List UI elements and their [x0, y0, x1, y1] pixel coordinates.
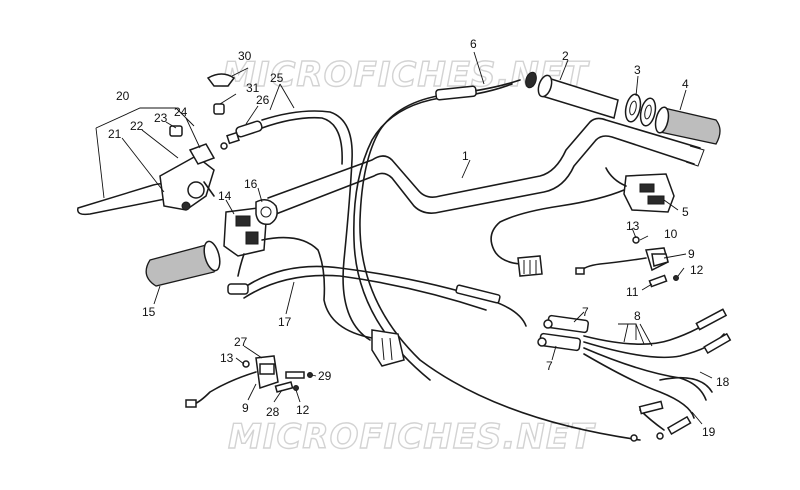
callout-9-left: 9: [242, 401, 249, 415]
callout-20: 20: [116, 89, 130, 103]
callout-7b: 7: [546, 359, 553, 373]
callout-18: 18: [716, 375, 730, 389]
callout-5: 5: [682, 205, 689, 219]
clutch-cable: [206, 73, 371, 341]
leader-lines: [95, 51, 713, 425]
callout-26: 26: [256, 93, 270, 107]
left-switch: [223, 199, 278, 277]
cable-ends: [630, 376, 713, 442]
callout-labels: 1 2 3 4 5 6 7 7 8 9 9 10 11 12 12 13 13 …: [108, 37, 730, 439]
callout-17: 17: [278, 315, 292, 329]
right-switch: [490, 167, 675, 277]
grip-rings: [624, 93, 657, 127]
callout-12-right: 12: [690, 263, 704, 277]
cable-bundle: [583, 308, 732, 419]
left-switch-wiring: [261, 236, 405, 367]
left-lever-switch: [185, 355, 313, 408]
callout-13-right: 13: [626, 219, 640, 233]
right-grip: [654, 106, 721, 145]
clutch-lever-assembly: [77, 125, 216, 216]
callout-3: 3: [634, 63, 641, 77]
callout-28: 28: [266, 405, 280, 419]
handlebar: [267, 117, 705, 215]
callout-14: 14: [218, 189, 232, 203]
callout-1: 1: [462, 149, 469, 163]
callout-10: 10: [664, 227, 678, 241]
callout-15: 15: [142, 305, 156, 319]
callout-31: 31: [246, 81, 260, 95]
callout-24: 24: [174, 105, 188, 119]
callout-30: 30: [238, 49, 252, 63]
callout-11: 11: [626, 285, 639, 299]
callout-19: 19: [702, 425, 716, 439]
callout-13-left: 13: [220, 351, 234, 365]
callout-25: 25: [270, 71, 284, 85]
callout-23: 23: [154, 111, 168, 125]
throttle-grip-sleeve: [525, 71, 619, 119]
choke-cable: [227, 265, 527, 327]
callout-2: 2: [562, 49, 569, 63]
callout-22: 22: [130, 119, 144, 133]
callout-12-left: 12: [296, 403, 310, 417]
callout-29: 29: [318, 369, 332, 383]
callout-21: 21: [108, 127, 122, 141]
callout-27: 27: [234, 335, 248, 349]
throttle-cable: [353, 79, 641, 441]
callout-9-right: 9: [688, 247, 695, 261]
callout-8: 8: [634, 309, 641, 323]
callout-6: 6: [470, 37, 477, 51]
watermark-bottom: MICROFICHES.NET: [228, 417, 596, 457]
callout-7a: 7: [582, 305, 589, 319]
callout-16: 16: [244, 177, 258, 191]
left-grip: [145, 240, 221, 287]
right-lever-switch: [575, 236, 679, 288]
callout-4: 4: [682, 77, 689, 91]
cable-adjusters: [537, 314, 590, 352]
